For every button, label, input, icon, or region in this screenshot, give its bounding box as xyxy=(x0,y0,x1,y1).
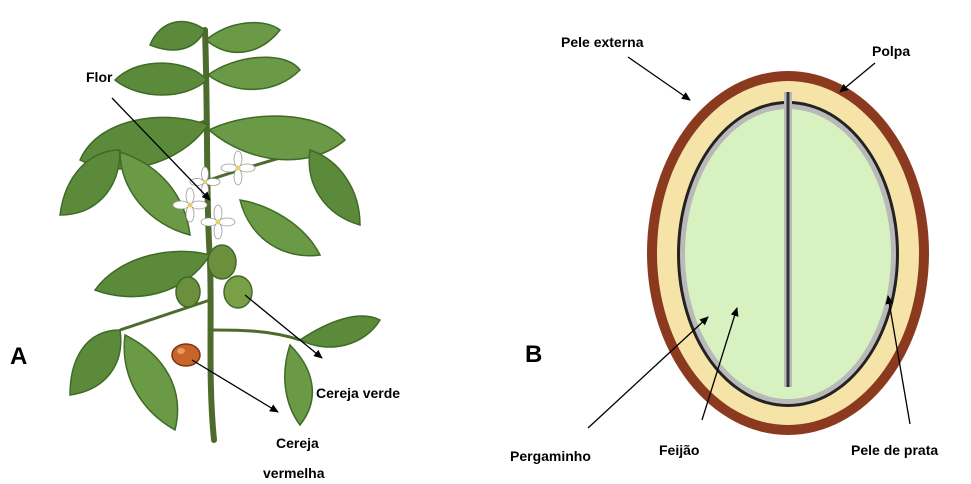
plant-branch xyxy=(120,300,210,330)
red-cherry-highlight xyxy=(177,348,185,354)
plant-leaf xyxy=(240,200,320,256)
label-pele-externa: Pele externa xyxy=(561,34,644,50)
plant-leaf xyxy=(124,335,177,430)
plant-leaf xyxy=(70,330,121,395)
label-cereja-vermelha-line2: vermelha xyxy=(263,465,325,481)
label-pele-de-prata: Pele de prata xyxy=(851,442,938,458)
label-feijao: Feijão xyxy=(659,442,699,458)
panel-label-a: A xyxy=(10,343,27,370)
plant-leaf xyxy=(209,116,345,160)
pointer-cereja-verde xyxy=(245,295,322,358)
label-polpa: Polpa xyxy=(872,43,910,59)
plant-leaf xyxy=(60,150,120,215)
plant-leaf xyxy=(120,152,190,235)
label-pergaminho: Pergaminho xyxy=(510,448,591,464)
bean-center-cleft-line xyxy=(787,92,790,387)
plant-leaf xyxy=(115,63,207,95)
pointer-pele-externa xyxy=(628,57,690,100)
plant-leaf xyxy=(309,150,360,225)
pointer-cereja-vermelha xyxy=(192,360,278,412)
label-cereja-vermelha-line1: Cereja xyxy=(276,435,319,451)
plant-flower xyxy=(190,167,220,197)
plant-leaf xyxy=(285,345,313,425)
plant-main-stem xyxy=(205,30,214,440)
plant-branch xyxy=(211,330,300,340)
plant-leaf xyxy=(206,23,280,53)
panel-label-b: B xyxy=(525,341,542,368)
plant-leaf xyxy=(300,316,380,347)
plant-leaf xyxy=(208,57,300,89)
label-flor: Flor xyxy=(86,69,113,85)
pointer-polpa xyxy=(840,63,875,92)
label-cereja-verde: Cereja verde xyxy=(316,385,400,401)
plant-flower xyxy=(221,151,255,185)
coffee-bean-cross-section xyxy=(647,71,929,435)
plant-leaf xyxy=(150,22,205,50)
